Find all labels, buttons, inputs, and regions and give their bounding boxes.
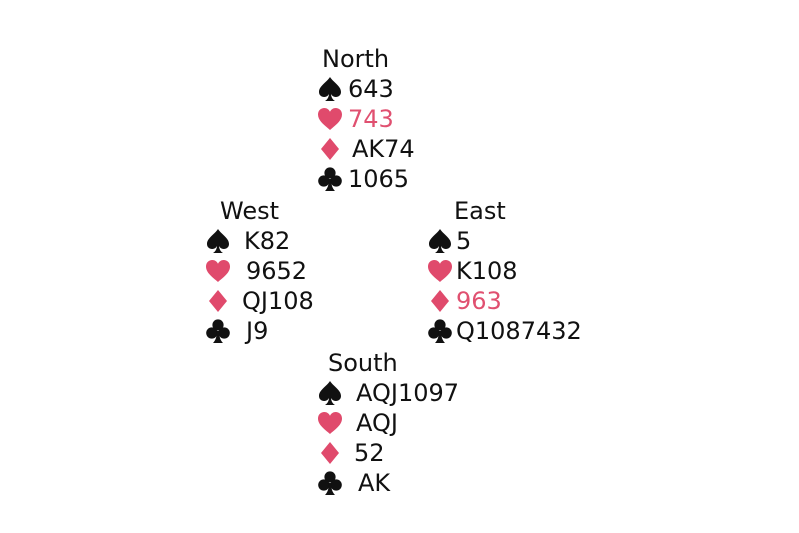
west-clubs-cards: J9 — [246, 317, 269, 345]
north-name: North — [322, 45, 390, 73]
east-clubs-cards: Q1087432 — [456, 317, 582, 345]
east-diamonds-row: 963 — [426, 286, 502, 316]
club-icon — [316, 165, 344, 193]
north-diamonds-row: AK74 — [316, 134, 415, 164]
spade-icon — [204, 227, 232, 255]
north-spades-cards: 643 — [348, 75, 394, 103]
east-spades-row: 5 — [426, 226, 471, 256]
club-icon — [204, 317, 232, 345]
north-spades-row: 643 — [316, 74, 394, 104]
east-name: East — [454, 197, 506, 225]
diamond-icon — [426, 287, 454, 315]
diamond-icon — [316, 135, 344, 163]
west-diamonds-cards: QJ108 — [242, 287, 314, 315]
south-diamonds-row: 52 — [316, 438, 385, 468]
heart-icon — [204, 257, 232, 285]
east-diamonds-cards: 963 — [456, 287, 502, 315]
heart-icon — [426, 257, 454, 285]
south-hand: South AQJ1097 AQJ 52 AK — [316, 348, 496, 500]
east-spades-cards: 5 — [456, 227, 472, 255]
spade-icon — [316, 75, 344, 103]
south-spades-row: AQJ1097 — [316, 378, 459, 408]
north-clubs-cards: 1065 — [348, 165, 410, 193]
west-hand: West K82 9652 QJ108 J9 — [204, 196, 344, 346]
north-hearts-row: 743 — [316, 104, 394, 134]
club-icon — [426, 317, 454, 345]
south-spades-cards: AQJ1097 — [356, 379, 460, 407]
diamond-icon — [316, 439, 344, 467]
south-clubs-row: AK — [316, 468, 390, 498]
north-diamonds-cards: AK74 — [352, 135, 415, 163]
east-clubs-row: Q1087432 — [426, 316, 582, 346]
diamond-icon — [204, 287, 232, 315]
west-diamonds-row: QJ108 — [204, 286, 314, 316]
west-hearts-row: 9652 — [204, 256, 307, 286]
spade-icon — [426, 227, 454, 255]
east-hand: East 5 K108 963 Q1087432 — [426, 196, 606, 346]
west-name: West — [220, 197, 280, 225]
south-clubs-cards: AK — [358, 469, 391, 497]
club-icon — [316, 469, 344, 497]
north-hand: North 643 743 AK74 1065 — [316, 44, 456, 194]
south-name: South — [328, 349, 398, 377]
spade-icon — [316, 379, 344, 407]
west-spades-cards: K82 — [244, 227, 291, 255]
west-clubs-row: J9 — [204, 316, 268, 346]
heart-icon — [316, 409, 344, 437]
east-hearts-row: K108 — [426, 256, 518, 286]
north-clubs-row: 1065 — [316, 164, 409, 194]
north-hearts-cards: 743 — [348, 105, 394, 133]
south-diamonds-cards: 52 — [354, 439, 385, 467]
south-hearts-cards: AQJ — [356, 409, 398, 437]
west-hearts-cards: 9652 — [246, 257, 308, 285]
south-hearts-row: AQJ — [316, 408, 398, 438]
west-spades-row: K82 — [204, 226, 290, 256]
heart-icon — [316, 105, 344, 133]
east-hearts-cards: K108 — [456, 257, 518, 285]
